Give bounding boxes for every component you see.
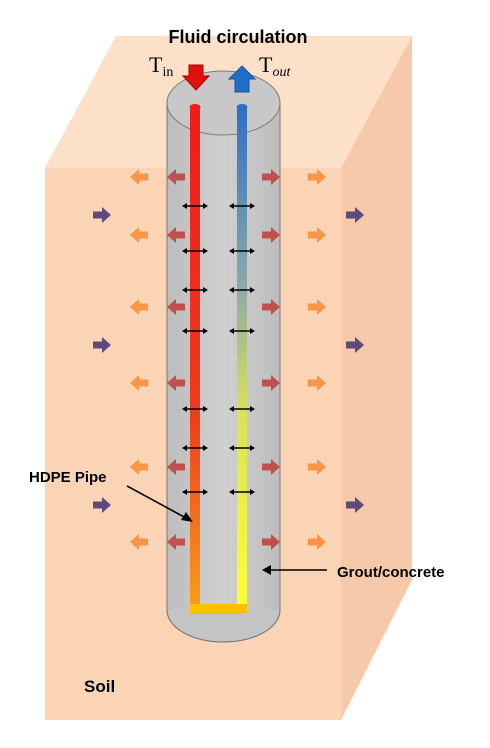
grout-cylinder (166, 70, 281, 643)
heat-flux-arrow-icon (262, 534, 280, 550)
heat-flux-arrow-icon (130, 169, 148, 185)
ground-heat-arrow-icon (346, 337, 364, 353)
ground-heat-arrow-icon (93, 497, 111, 513)
outlet-pipe (237, 107, 247, 614)
heat-flux-arrow-icon (130, 227, 148, 243)
soil-side-face (341, 36, 412, 720)
heat-flux-arrow-icon (308, 299, 326, 315)
heat-flux-arrow-icon (308, 534, 326, 550)
double-arrow-icon (229, 203, 255, 209)
t-in-label: Tin (149, 52, 173, 80)
grout-bottom-arc (166, 609, 281, 643)
heat-flux-arrow-icon (262, 227, 280, 243)
heat-flux-arrow-icon (262, 169, 280, 185)
heat-flux-arrow-icon (308, 169, 326, 185)
double-arrow-icon (182, 489, 208, 495)
hdpe-pipe-pointer (126, 485, 193, 522)
double-arrow-icon (229, 445, 255, 451)
heat-flux-arrow-icon (130, 375, 148, 391)
grout-pointer (262, 565, 327, 575)
double-arrow-icon (182, 328, 208, 334)
double-arrow-icon (182, 248, 208, 254)
heat-flux-arrow-icon (167, 169, 185, 185)
outflow-arrow-icon (227, 65, 257, 93)
double-arrow-icon (182, 406, 208, 412)
inlet-pipe (190, 107, 200, 614)
diagram-title: Fluid circulation (168, 27, 307, 47)
heat-flux-arrow-icon (167, 534, 185, 550)
pipe-exchange-arrows (182, 203, 255, 495)
heat-flux-arrow-icon (130, 534, 148, 550)
ground-heat-arrow-icon (346, 497, 364, 513)
soil-label: Soil (84, 677, 115, 696)
ground-heat-arrow-icon (346, 207, 364, 223)
grout-concrete-label: Grout/concrete (337, 564, 445, 581)
heat-flux-arrow-icon (130, 459, 148, 475)
u-tube (189, 104, 248, 614)
heat-flux-arrow-icon (167, 299, 185, 315)
heat-flux-arrow-icon (130, 299, 148, 315)
hdpe-pipe-label: HDPE Pipe (29, 469, 107, 486)
double-arrow-icon (182, 445, 208, 451)
heat-flux-arrow-icon (308, 375, 326, 391)
heat-flux-arrow-icon (262, 459, 280, 475)
pipe-bottom-bend (190, 604, 247, 614)
ground-heat-arrow-icon (93, 337, 111, 353)
inflow-arrow-icon (181, 64, 211, 91)
heat-flux-arrow-icon (308, 459, 326, 475)
double-arrow-icon (229, 406, 255, 412)
double-arrow-icon (229, 248, 255, 254)
heat-flux-arrow-icon (308, 227, 326, 243)
double-arrow-icon (229, 287, 255, 293)
heat-flux-arrow-icon (167, 375, 185, 391)
grout-top-ellipse (166, 70, 281, 136)
double-arrow-icon (182, 287, 208, 293)
heat-flux-arrow-icon (167, 227, 185, 243)
heat-flux-arrow-icon (262, 375, 280, 391)
double-arrow-icon (182, 203, 208, 209)
ground-heat-arrow-icon (93, 207, 111, 223)
heat-flux-arrows (93, 169, 364, 550)
double-arrow-icon (229, 328, 255, 334)
t-out-label: Tout (259, 52, 291, 80)
heat-flux-arrow-icon (167, 459, 185, 475)
double-arrow-icon (229, 489, 255, 495)
heat-flux-arrow-icon (262, 299, 280, 315)
